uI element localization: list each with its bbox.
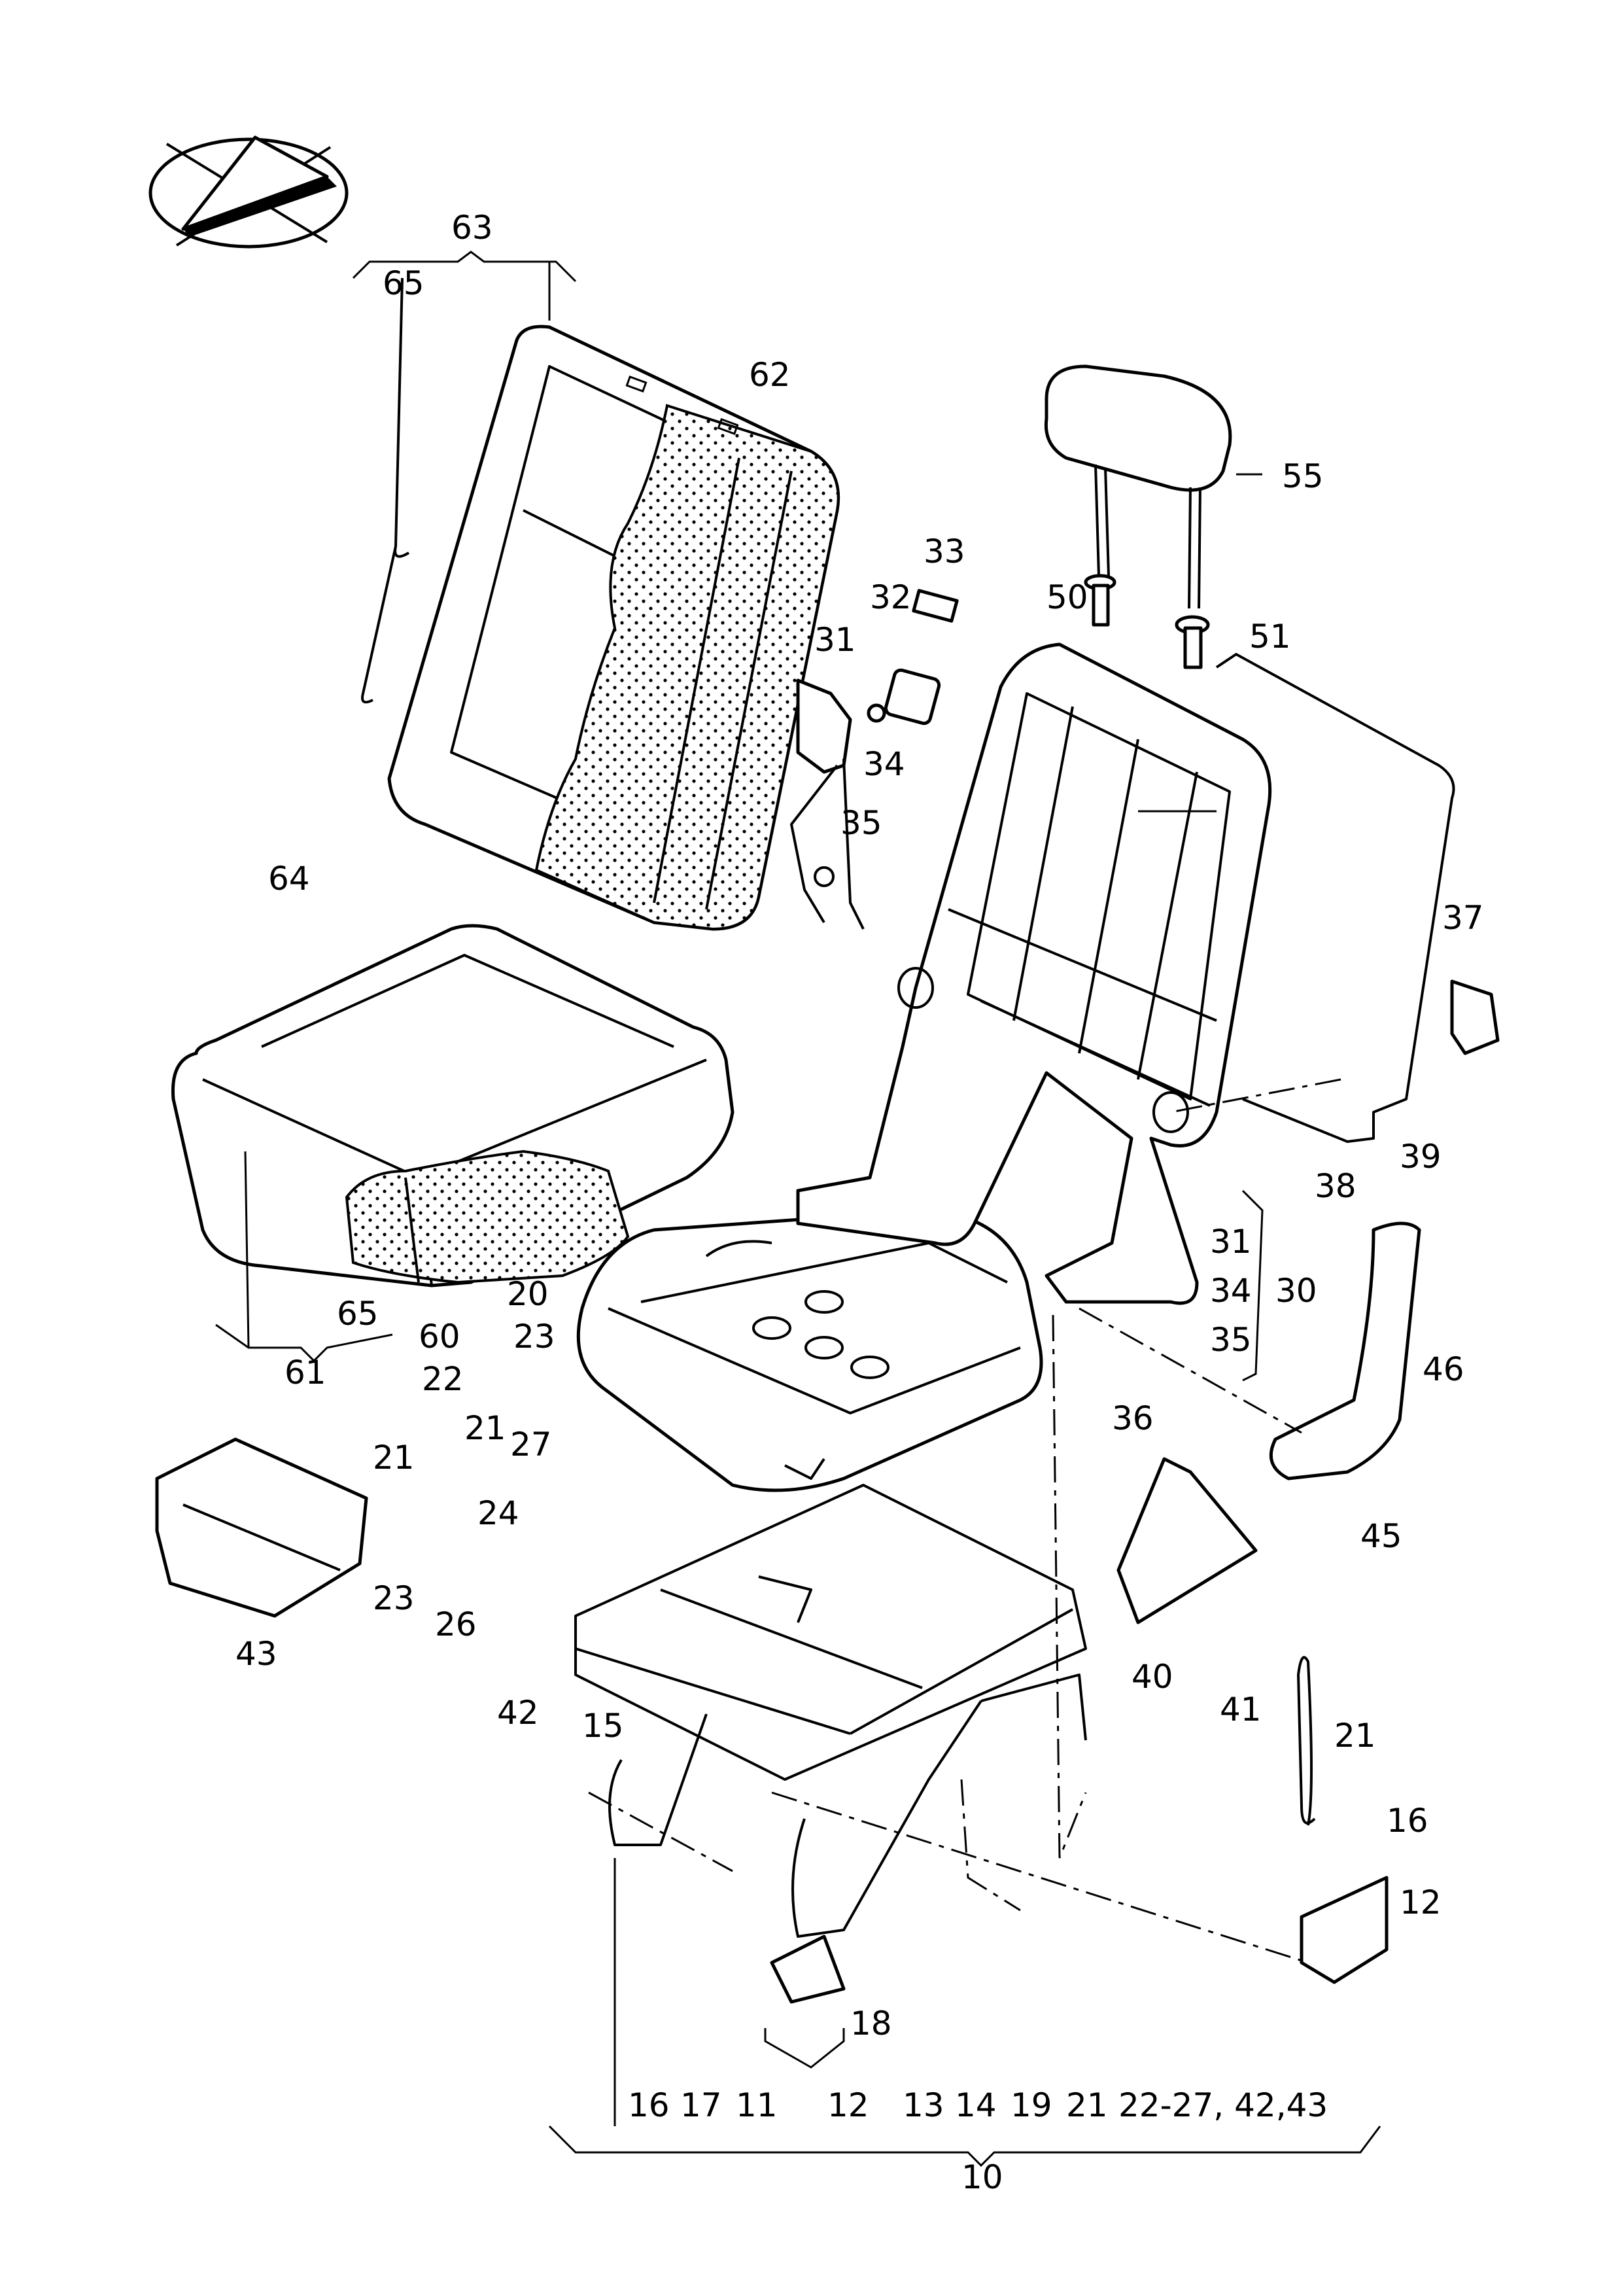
clip-part-37	[1450, 979, 1500, 1055]
headrest	[1044, 364, 1232, 669]
label-23-b: 23	[373, 1579, 415, 1617]
leader-lines	[215, 251, 1381, 2167]
label-65: 65	[383, 264, 424, 302]
label-38: 38	[1315, 1167, 1356, 1205]
label-24: 24	[477, 1494, 519, 1532]
rear-back-panel	[1215, 653, 1455, 1143]
label-12: 12	[1400, 1883, 1442, 1921]
label-33: 33	[924, 533, 965, 570]
frame-wire-part	[361, 277, 410, 704]
bottom-label-17: 17	[680, 2086, 722, 2124]
label-23: 23	[513, 1318, 555, 1356]
bottom-label-16: 16	[628, 2086, 670, 2124]
label-20: 20	[507, 1275, 549, 1313]
label-22: 22	[422, 1360, 464, 1398]
label-43: 43	[235, 1635, 277, 1673]
bottom-label-11: 11	[736, 2086, 778, 2124]
cover-part-43	[155, 1437, 368, 1618]
bottom-label-10: 10	[961, 2158, 1003, 2196]
bottom-label-12: 12	[827, 2086, 869, 2124]
seat-frame-assembly	[574, 1484, 1087, 2004]
label-18: 18	[850, 2005, 892, 2042]
part-number-labels: 63 65 62 55 33 32 50 51 31 34 35 64 37 3…	[235, 209, 1484, 2196]
label-31: 31	[814, 621, 856, 659]
label-30: 30	[1275, 1272, 1317, 1310]
label-16: 16	[1387, 1802, 1428, 1840]
side-trim-46	[1269, 1221, 1421, 1480]
bottom-label-13: 13	[903, 2086, 944, 2124]
label-34-b: 34	[1210, 1272, 1252, 1310]
label-35-b: 35	[1210, 1321, 1252, 1359]
label-45: 45	[1360, 1517, 1402, 1555]
label-61: 61	[285, 1354, 326, 1392]
label-62: 62	[749, 356, 791, 394]
label-35: 35	[840, 804, 882, 842]
label-26: 26	[435, 1605, 477, 1643]
cover-part-40	[1116, 1457, 1258, 1624]
orientation-arrow-icon	[148, 135, 349, 249]
label-39: 39	[1400, 1138, 1442, 1176]
seat-foam-pad	[576, 1208, 1043, 1492]
bottom-label-19: 19	[1011, 2086, 1052, 2124]
label-21-b: 21	[373, 1439, 415, 1477]
label-42: 42	[497, 1694, 539, 1732]
seat-cushion	[171, 924, 734, 1288]
label-34: 34	[863, 745, 905, 783]
label-21-c: 21	[1334, 1717, 1376, 1755]
seat-back-cushion	[387, 324, 840, 931]
label-63: 63	[451, 209, 493, 247]
bottom-label-21: 21	[1066, 2086, 1108, 2124]
label-55: 55	[1282, 457, 1324, 495]
release-handle-part	[790, 589, 959, 930]
label-60: 60	[419, 1318, 460, 1356]
label-31-b: 31	[1210, 1223, 1252, 1261]
label-15: 15	[582, 1707, 624, 1745]
label-64: 64	[268, 860, 310, 898]
label-27: 27	[510, 1426, 552, 1463]
label-46: 46	[1423, 1350, 1464, 1388]
label-50: 50	[1046, 578, 1088, 616]
label-65-b: 65	[337, 1295, 379, 1333]
backrest-frame	[796, 642, 1272, 1305]
label-36: 36	[1112, 1399, 1154, 1437]
label-21: 21	[464, 1409, 506, 1447]
label-41: 41	[1220, 1691, 1262, 1728]
label-32: 32	[870, 578, 912, 616]
label-51: 51	[1249, 618, 1291, 656]
bottom-label-22-27: 22-27, 42,43	[1118, 2086, 1328, 2124]
label-37: 37	[1442, 899, 1484, 937]
bracket-part-12	[1300, 1876, 1389, 1984]
bottom-label-14: 14	[955, 2086, 997, 2124]
label-40: 40	[1132, 1658, 1173, 1696]
